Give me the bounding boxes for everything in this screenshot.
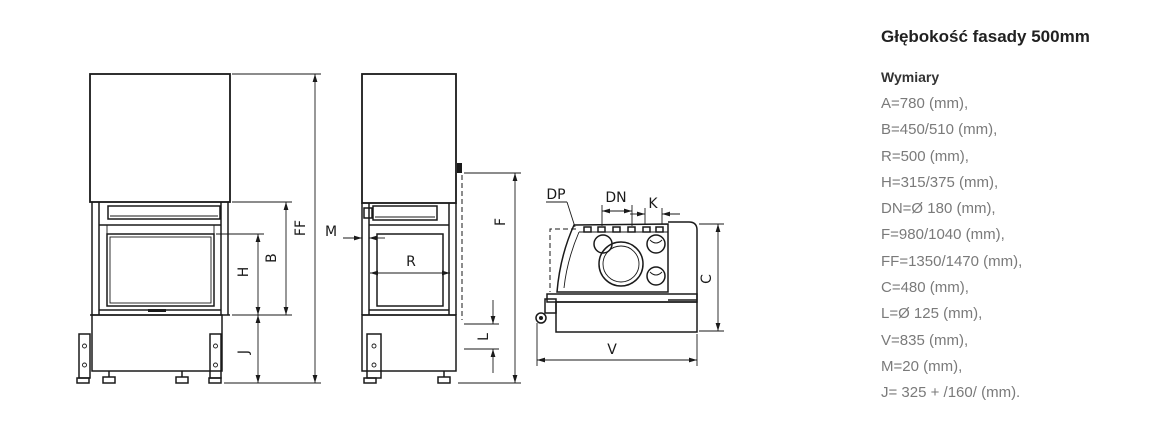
door-glass [106,233,215,307]
dp-leader-line [566,201,576,228]
dimension-label-dn: DN [605,190,626,206]
dimension-label-m: M [325,224,337,240]
dimension-label-h: H [236,267,252,278]
dimensions-panel: Głębokość fasady 500mm Wymiary A=780 (mm… [881,26,1149,407]
top-view-dimensions: DP DN K C V [536,187,724,366]
dimension-label-r: R [406,254,416,270]
right-leg-bolt [213,343,218,349]
door-hinge [363,207,373,219]
side-glass [376,233,444,307]
fixing-bolt [597,226,606,233]
hood [89,73,231,203]
dimension-label-f: F [493,218,509,226]
handle [535,312,547,324]
dimension-item-dn: DN=Ø 180 (mm), [881,200,996,218]
base-frame [361,314,457,372]
front-frame [546,293,698,303]
side-leg-bolt [371,362,377,368]
facade-depth-title: Głębokość fasady 500mm [881,27,1090,46]
side-view-dimensions: M R F L [325,172,521,384]
door-handle [148,309,166,312]
hood [361,73,457,204]
dimension-label-ff: FF [293,220,309,236]
front-view [76,73,231,384]
right-leg-bolt [213,362,218,368]
deflector-plate [372,205,438,221]
door-glass-inner [109,236,212,304]
side-view [361,73,463,384]
dimension-label-j: J [236,350,252,355]
air-inlet-vane [649,239,663,276]
technical-drawing: FF B H J [76,73,724,384]
foot [102,376,116,384]
front-view-dimensions: FF B H J [216,73,321,384]
flue-outlet [598,241,644,287]
dimensions-heading: Wymiary [881,69,940,85]
firebox-outline [556,223,669,293]
flue-outlet-inner [602,245,640,283]
dimension-item-r: R=500 (mm), [881,147,969,165]
left-leg-bolt [82,343,87,349]
side-leg-bolt [371,343,377,349]
fixing-bolt [627,226,636,233]
fixing-bolt [612,226,621,233]
air-inlet [646,234,666,254]
foot [76,377,90,384]
top-view [535,221,698,333]
fixing-bolt [655,226,664,233]
dimension-item-b: B=450/510 (mm), [881,121,998,139]
top-fixings [583,226,664,233]
air-inlet [646,266,666,286]
left-leg [78,333,91,379]
corner-glass-inner [563,231,580,289]
dimension-label-k: K [648,196,658,212]
dimension-label-dp: DP [546,187,565,203]
rear-bracket [457,163,462,173]
dimensions-list: A=780 (mm), B=450/510 (mm), R=500 (mm), … [881,91,1149,407]
dimension-item-l: L=Ø 125 (mm), [881,305,983,323]
fixing-bolt [583,226,592,233]
base-tray [555,301,698,333]
foot [208,377,222,384]
foot [175,376,189,384]
deflector-plate [107,205,221,220]
dimension-item-m: M=20 (mm), [881,357,963,375]
foot [437,376,451,384]
base-frame [91,314,223,372]
foot [363,377,377,384]
fixing-bolt [642,226,651,233]
dimension-item-a: A=780 (mm), [881,95,969,112]
dimension-item-f: F=980/1040 (mm), [881,226,1005,244]
side-casing [668,221,698,301]
dimension-item-v: V=835 (mm), [881,331,969,349]
dimension-item-h: H=315/375 (mm), [881,173,999,191]
dimension-item-ff: FF=1350/1470 (mm), [881,252,1023,270]
dimension-label-b: B [264,253,280,263]
frame-corner [544,298,557,314]
door-swing-outline [549,228,576,292]
left-leg-bolt [82,362,87,368]
dimension-item-j: J= 325 + /160/ (mm). [881,384,1021,402]
dimension-item-c: C=480 (mm), [881,279,969,297]
air-inlet [593,234,613,254]
dimension-label-c: C [699,274,715,284]
dimension-label-v: V [607,342,617,358]
dimension-label-l: L [476,333,492,341]
handle-center [539,316,543,320]
